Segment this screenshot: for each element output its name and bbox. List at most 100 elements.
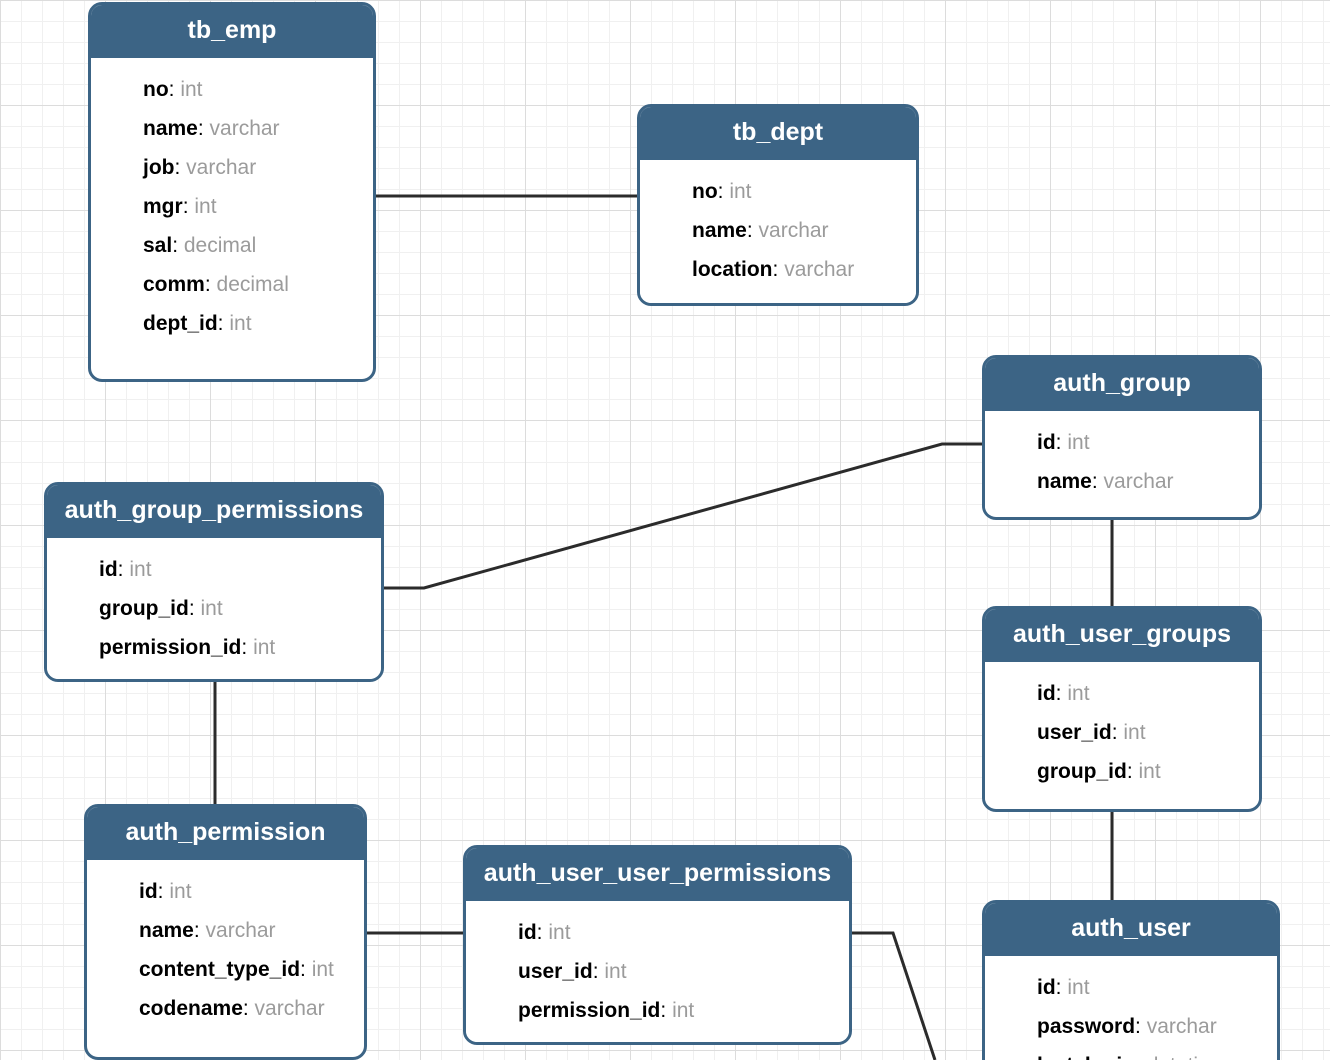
field-separator: : [241,636,254,659]
field-separator: : [197,117,210,140]
field-separator: : [1091,470,1104,493]
field-type: int [1067,976,1090,999]
field-name: sal [143,234,173,257]
field-name: id [1037,976,1056,999]
field-type: int [604,960,627,983]
entity-field[interactable]: last_login: datetime [985,1046,1277,1060]
field-separator: : [1135,1015,1147,1038]
entity-field[interactable]: mgr: int [91,187,373,226]
entity-field[interactable]: id: int [985,674,1259,713]
field-name: id [1037,431,1056,454]
entity-field[interactable]: name: varchar [985,462,1259,501]
field-type: varchar [1146,1015,1217,1038]
field-type: datetime [1147,1054,1228,1060]
entity-field[interactable]: content_type_id: int [87,950,364,989]
field-separator: : [188,597,201,620]
relationship-edge[interactable] [852,931,937,1060]
field-type: int [672,999,695,1022]
field-separator: : [717,180,730,203]
field-type: int [229,312,252,335]
entity-field[interactable]: no: int [91,70,373,109]
field-separator: : [1055,682,1068,705]
field-separator: : [1135,1054,1147,1060]
entity-field[interactable]: group_id: int [985,752,1259,791]
entity-field[interactable]: name: varchar [640,211,916,250]
field-separator: : [168,78,181,101]
field-type: int [194,195,217,218]
field-type: int [1067,682,1090,705]
entity-title-auth_group[interactable]: auth_group [985,358,1259,411]
entity-field[interactable]: password: varchar [985,1007,1277,1046]
field-name: name [143,117,198,140]
entity-title-auth_user_groups[interactable]: auth_user_groups [985,609,1259,662]
entity-title-auth_permission[interactable]: auth_permission [87,807,364,860]
field-type: varchar [1103,470,1174,493]
field-type: varchar [205,919,276,942]
relationship-edge[interactable] [384,442,982,590]
entity-field[interactable]: id: int [985,968,1277,1007]
field-type: int [129,558,152,581]
entity-field[interactable]: location: varchar [640,250,916,289]
entity-field[interactable]: permission_id: int [466,991,849,1030]
entity-title-auth_user_user_permissions[interactable]: auth_user_user_permissions [466,848,849,901]
entity-field[interactable]: id: int [87,872,364,911]
entity-field[interactable]: no: int [640,172,916,211]
entity-field[interactable]: dept_id: int [91,304,373,343]
field-name: id [518,921,537,944]
field-separator: : [1055,431,1068,454]
field-name: group_id [99,597,189,620]
field-separator: : [660,999,673,1022]
entity-field[interactable]: name: varchar [87,911,364,950]
entity-title-tb_dept[interactable]: tb_dept [640,107,916,160]
entity-field[interactable]: id: int [466,913,849,952]
entity-field[interactable]: group_id: int [47,589,381,628]
field-type: decimal [183,234,257,257]
entity-field[interactable]: name: varchar [91,109,373,148]
entity-field[interactable]: comm: decimal [91,265,373,304]
entity-field[interactable]: user_id: int [985,713,1259,752]
field-separator: : [217,312,230,335]
field-type: varchar [186,156,257,179]
field-type: int [253,636,276,659]
field-separator: : [536,921,549,944]
entity-field[interactable]: user_id: int [466,952,849,991]
field-name: user_id [1037,721,1112,744]
field-type: varchar [758,219,829,242]
entity-title-auth_group_permissions[interactable]: auth_group_permissions [47,485,381,538]
entity-field[interactable]: id: int [47,550,381,589]
entity-field[interactable]: job: varchar [91,148,373,187]
field-separator: : [182,195,195,218]
field-name: comm [143,273,205,296]
entity-field[interactable]: permission_id: int [47,628,381,667]
field-name: id [99,558,118,581]
entity-title-auth_user[interactable]: auth_user [985,903,1277,956]
field-type: decimal [216,273,289,296]
entity-field[interactable]: sal: decimal [91,226,373,265]
field-name: dept_id [143,312,218,335]
field-type: varchar [254,997,325,1020]
field-separator: : [746,219,759,242]
field-separator: : [174,156,187,179]
field-type: int [1138,760,1161,783]
entity-field[interactable]: codename: varchar [87,989,364,1028]
field-name: id [1037,682,1056,705]
field-separator: : [204,273,217,296]
entity-field[interactable]: id: int [985,423,1259,462]
entity-title-tb_emp[interactable]: tb_emp [91,5,373,58]
field-separator: : [172,234,184,257]
